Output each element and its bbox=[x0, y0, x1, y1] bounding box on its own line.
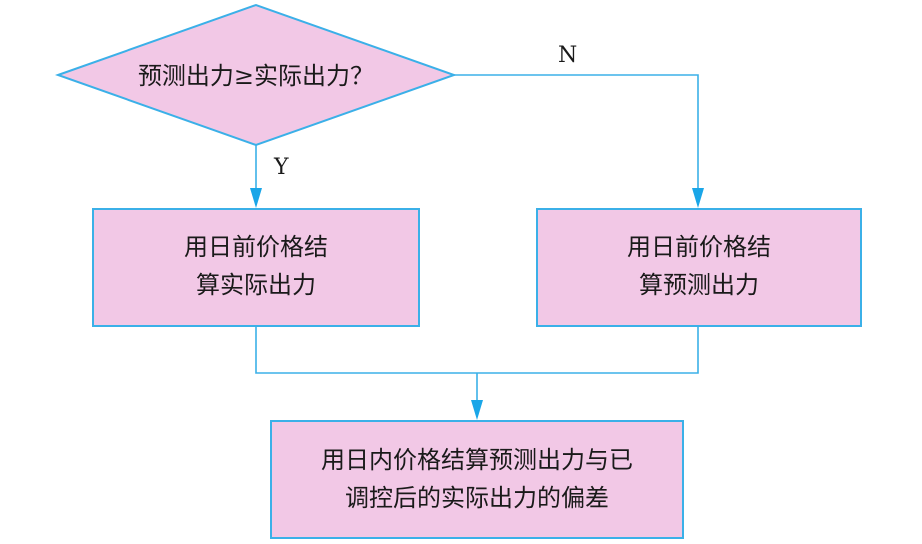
yes-label: Y bbox=[273, 155, 289, 180]
bottom-box-line1: 用日内价格结算预测出力与已 bbox=[321, 446, 633, 474]
no-connector bbox=[454, 74, 699, 190]
right-box-line2: 算预测出力 bbox=[639, 271, 759, 299]
merge-connector bbox=[255, 326, 699, 374]
bottom-box-line2: 调控后的实际出力的偏差 bbox=[345, 484, 609, 512]
left-box-line1: 用日前价格结 bbox=[184, 233, 328, 261]
left-box-line2: 算实际出力 bbox=[196, 271, 316, 299]
right-process-box bbox=[536, 208, 862, 327]
decision-label: 预测出力≥实际出力？ bbox=[138, 62, 374, 90]
no-label: N bbox=[558, 43, 577, 68]
merge-arrowhead bbox=[471, 400, 483, 420]
left-process-box bbox=[92, 208, 420, 327]
no-arrowhead bbox=[692, 188, 704, 208]
bottom-process-box bbox=[270, 420, 684, 539]
right-box-line1: 用日前价格结 bbox=[627, 233, 771, 261]
yes-arrowhead bbox=[250, 188, 262, 208]
